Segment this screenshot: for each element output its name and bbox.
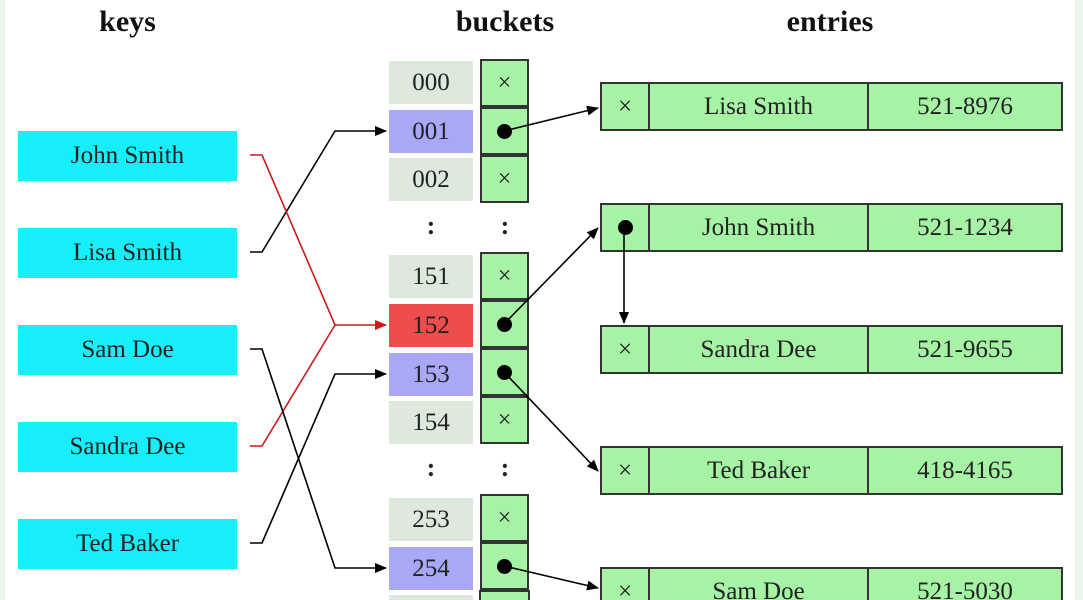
entry-next-pointer: × [602,448,650,493]
keys-header: keys [99,5,156,38]
bucket-index-154: 154 [389,401,473,444]
bucket-index-152: 152 [389,304,473,347]
entry-next-pointer: × [602,327,650,372]
null-marker: × [497,69,512,96]
index-ellipsis: : [426,211,436,240]
hash-arrow-sandra-dee [250,324,336,447]
hash-arrow-john-smith [250,154,387,330]
left-border [0,0,5,600]
bucket-slot-000: × [480,59,529,107]
entry-john-smith: John Smith 521-1234 [600,203,1063,252]
bucket-slot-002: × [480,155,529,203]
bucket-slot-154: × [480,396,529,444]
bucket-slot-253: × [480,494,529,542]
entry-phone: 521-1234 [917,213,1013,241]
buckets-header: buckets [455,5,555,38]
bucket-index-002: 002 [389,158,473,201]
entry-phone: 521-5030 [917,577,1013,600]
null-marker: × [497,262,512,289]
bucket-index-253: 253 [389,498,473,541]
entry-next-pointer: × [602,84,650,129]
key-john-smith: John Smith [18,131,237,181]
slot-ellipsis: : [500,211,510,240]
key-lisa-smith: Lisa Smith [18,228,237,278]
null-marker: × [497,406,512,433]
entries-header: entries [786,5,874,38]
bucket-slot-153 [480,348,529,396]
index-ellipsis: : [426,453,436,482]
entry-name: Sandra Dee [650,327,869,372]
key-sandra-dee: Sandra Dee [18,422,237,472]
entry-phone: 521-9655 [917,335,1013,363]
entry-phone: 521-8976 [917,92,1013,120]
pointer-001-to-lisa-smith [503,105,599,132]
slot-ellipsis: : [500,453,510,482]
hash-arrow-sam-doe [250,348,387,573]
bucket-index-153: 153 [389,353,473,396]
key-ted-baker: Ted Baker [18,519,237,569]
entry-name: Lisa Smith [650,84,869,129]
right-border [1075,0,1083,600]
entry-lisa-smith: × Lisa Smith 521-8976 [600,82,1063,131]
pointer-152-to-john-smith [503,227,599,325]
pointer-153-to-ted-baker [503,371,599,472]
null-marker: × [497,165,512,192]
pointer-254-to-sam-doe [503,565,599,591]
pointer-dot-icon [617,220,633,235]
entry-next-pointer [602,205,650,250]
bucket-index-254: 254 [389,547,473,590]
entry-sam-doe: × Sam Doe 521-5030 [600,567,1063,600]
key-sam-doe: Sam Doe [18,325,237,375]
entry-name: Ted Baker [650,448,869,493]
entry-sandra-dee: × Sandra Dee 521-9655 [600,325,1063,374]
bucket-index-000: 000 [389,61,473,104]
entry-name: Sam Doe [650,569,869,600]
bucket-index-151: 151 [389,255,473,298]
bucket-index-001: 001 [389,110,473,153]
entry-ted-baker: × Ted Baker 418-4165 [600,446,1063,495]
bucket-slot-151: × [480,252,529,300]
entry-name: John Smith [650,205,869,250]
bucket-slot-partial [479,590,530,600]
null-marker: × [497,504,512,531]
entry-phone: 418-4165 [917,456,1013,484]
bucket-index-partial [389,595,473,600]
entry-next-pointer: × [602,569,650,600]
hash-arrow-lisa-smith [250,126,387,253]
